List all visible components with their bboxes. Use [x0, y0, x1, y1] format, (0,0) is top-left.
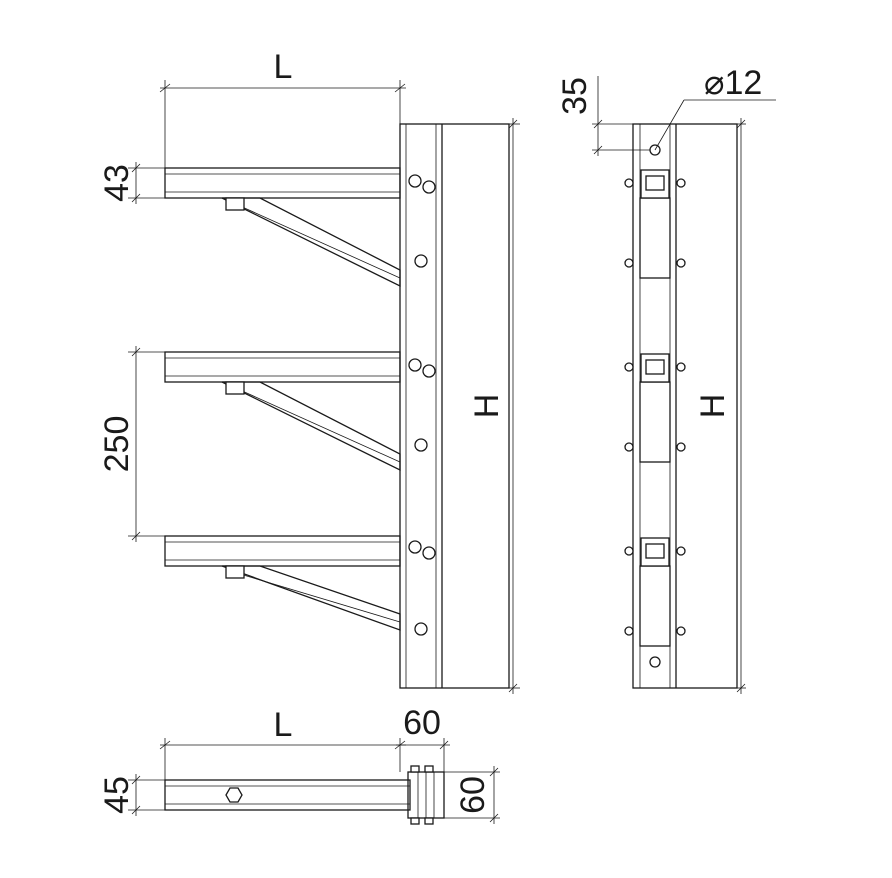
bolt-icon: [624, 362, 634, 372]
bolt-icon: [225, 381, 245, 395]
bolt-icon: [676, 442, 686, 452]
front-arm-3: [164, 535, 401, 631]
top-post-depth-label: 60: [454, 776, 492, 814]
bolt-icon: [424, 765, 434, 773]
bolt-icon: [624, 546, 634, 556]
side-view: 35 ⌀12 H: [556, 64, 776, 694]
front-arm-2: [164, 351, 401, 472]
bolt-icon: [414, 622, 428, 636]
front-view: L 43 250 H: [98, 48, 520, 694]
top-length-label: L: [274, 706, 293, 744]
bolt-icon: [624, 178, 634, 188]
side-bracket-3: [624, 537, 686, 647]
side-bracket-1: [624, 169, 686, 279]
bolt-icon: [676, 178, 686, 188]
bolt-icon: [624, 626, 634, 636]
top-dimension-45: 45: [98, 774, 165, 816]
bolt-icon: [422, 180, 436, 194]
side-dimension-35: 35: [556, 76, 650, 156]
bolt-icon: [624, 258, 634, 268]
side-dimension-diameter: ⌀12: [654, 64, 776, 151]
side-top-offset-label: 35: [556, 77, 594, 115]
bolt-icon: [408, 540, 422, 554]
top-dimension-l: L: [159, 706, 406, 780]
bolt-icon: [414, 438, 428, 452]
top-dimension-60-depth: 60: [444, 766, 500, 824]
front-arm-thickness-label: 43: [98, 164, 136, 202]
bolt-icon: [676, 258, 686, 268]
bolt-icon: [422, 546, 436, 560]
bolt-icon: [408, 358, 422, 372]
front-arm-1: [164, 167, 401, 288]
front-arm-spacing-label: 250: [98, 416, 136, 473]
front-post: [399, 123, 510, 689]
top-post: [407, 765, 445, 825]
top-arm: [164, 779, 411, 811]
side-height-label: H: [694, 394, 732, 419]
bolt-icon: [676, 546, 686, 556]
front-dimension-250: 250: [98, 346, 165, 542]
bolt-icon: [410, 765, 420, 773]
bolt-icon: [676, 362, 686, 372]
bolt-icon: [225, 197, 245, 211]
bolt-icon: [676, 626, 686, 636]
bolt-icon: [422, 364, 436, 378]
front-dimension-h: H: [468, 118, 520, 694]
side-dimension-h: H: [694, 118, 746, 694]
bolt-icon: [408, 174, 422, 188]
bolt-icon: [225, 565, 245, 579]
bolt-icon: [624, 442, 634, 452]
front-height-label: H: [468, 394, 506, 419]
hole-icon: [649, 656, 661, 668]
bolt-icon: [424, 817, 434, 825]
bolt-icon: [410, 817, 420, 825]
top-view: L 60 45 60: [98, 704, 500, 825]
top-post-width-label: 60: [403, 704, 441, 742]
top-dimension-60-width: 60: [396, 704, 450, 772]
top-arm-thickness-label: 45: [98, 776, 136, 814]
front-post-bolts: [408, 174, 436, 636]
front-dimension-43: 43: [98, 162, 165, 204]
front-length-label: L: [274, 48, 293, 86]
bolt-icon: [414, 254, 428, 268]
hex-nut-icon: [225, 787, 243, 803]
side-bracket-2: [624, 353, 686, 463]
front-dimension-l: L: [159, 48, 406, 168]
side-hole-diameter-label: ⌀12: [704, 64, 762, 102]
